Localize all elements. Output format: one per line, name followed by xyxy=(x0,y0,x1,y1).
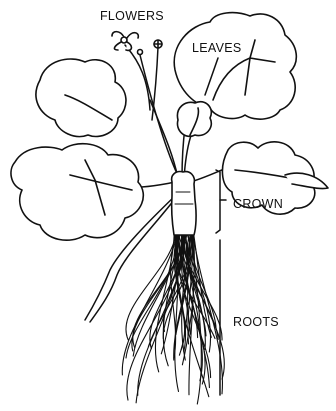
flowers-drawing xyxy=(112,32,162,55)
flowers-label: FLOWERS xyxy=(100,9,164,23)
crown-drawing xyxy=(172,172,196,235)
roots-label: ROOTS xyxy=(233,315,279,329)
crown-label: CROWN xyxy=(233,197,283,211)
roots-drawing xyxy=(122,235,224,404)
leaves-label: LEAVES xyxy=(192,41,242,55)
